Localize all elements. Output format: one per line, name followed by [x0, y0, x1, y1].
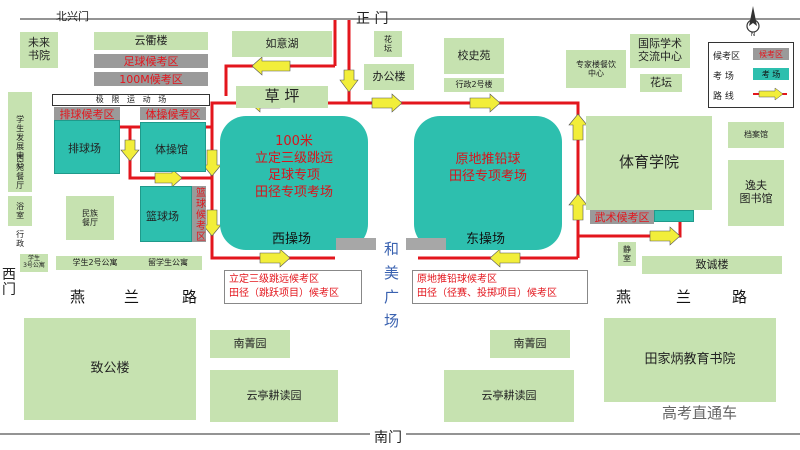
building-xiaoshiyuan: 校史苑: [444, 38, 504, 74]
building-yifu: 逸夫 图书馆: [728, 160, 784, 226]
building-minzu-canting: 民族 餐厅: [66, 196, 114, 240]
map-legend: 候考区 候考区 考 场 考 场 路 线: [708, 42, 794, 108]
south-gate-label: 南门: [370, 427, 406, 447]
north-side-gate-label: 北兴门: [56, 10, 89, 23]
waiting-volleyball: 排球候考区: [54, 107, 120, 121]
west-waiting-box: 立定三级跳远候考区 田径（跳跃项目）候考区: [224, 270, 362, 304]
west-waiting-line-2: 田径（跳跃项目）候考区: [229, 287, 339, 299]
volleyball-court: [54, 120, 120, 174]
yanlan-road-char-3-west: 路: [182, 288, 198, 306]
west-sports-field: [220, 116, 368, 250]
building-tiyu-xueyuan: 体育学院: [586, 116, 712, 210]
heme-square-char-4: 场: [384, 312, 400, 330]
building-zhigong: 致公楼: [24, 318, 196, 420]
building-yunting-east: 云亭耕读园: [444, 370, 574, 422]
legend-route-label: 路 线: [713, 92, 734, 102]
legend-exam-swatch: 考 场: [753, 68, 789, 80]
building-nanjingyuan-west: 南菁园: [210, 330, 290, 358]
building-xuesheng2: 学生2号公寓: [56, 256, 134, 270]
building-tianjiabing: 田家炳教育书院: [604, 318, 776, 402]
building-ruyi: 如意湖: [232, 31, 332, 57]
building-guoji: 国际学术 交流中心: [630, 34, 690, 68]
watermark-text: 高考直通车: [662, 404, 738, 422]
east-waiting-line-2: 田径（径赛、投掷项目）候考区: [417, 287, 557, 299]
building-yushi: 浴室: [8, 196, 32, 226]
building-zhuanjia: 专家楼餐饮 中心: [566, 50, 626, 88]
gymnastics-hall-label: 体操馆: [155, 143, 188, 156]
east-sports-field: [414, 116, 562, 250]
heme-square-char-3: 广: [384, 288, 400, 306]
waiting-basketball: 篮球候考区: [192, 186, 206, 242]
building-liuxuesheng: 留学生公寓: [134, 256, 202, 270]
waiting-wushu: 武术候考区: [590, 210, 654, 224]
west-gate-label: 西 门: [2, 267, 16, 299]
yanlan-road-char-2-east: 兰: [676, 288, 692, 306]
legend-route-arrow-icon: [753, 87, 787, 101]
flower-bed-top: 花 坛: [374, 31, 402, 57]
yanlan-road-char-3-east: 路: [732, 288, 748, 306]
extreme-sports-field: 极 限 运 动 场: [52, 94, 210, 106]
building-nanjingyuan-east: 南菁园: [490, 330, 570, 358]
basketball-court: [140, 186, 192, 242]
waiting-football: 足球候考区: [94, 54, 208, 68]
main-gate-label: 正 门: [356, 11, 389, 27]
legend-waiting-label: 候考区: [713, 52, 741, 62]
waiting-gymnastics: 体操候考区: [140, 107, 206, 121]
west-field-events: 100米 立定三级跳远 足球专项 田径专项考场: [254, 134, 333, 200]
heme-square-char-2: 美: [384, 264, 400, 282]
yanlan-road-char-1-west: 燕: [70, 288, 86, 306]
building-yunheng: 云衢楼: [94, 32, 208, 50]
legend-waiting-swatch: 候考区: [753, 48, 789, 60]
gymnastics-hall: [140, 122, 206, 172]
building-xuesheng3: 学生 3号公寓: [20, 254, 48, 272]
heme-square-char-1: 和: [384, 240, 400, 258]
north-compass-icon: N: [746, 6, 760, 38]
east-field-name: 东操场: [466, 232, 506, 247]
waiting-100m: 100M候考区: [94, 72, 208, 86]
building-yunting-west: 云亭耕读园: [210, 370, 338, 422]
basketball-court-label: 篮球场: [146, 210, 179, 223]
building-zhicheng: 致诚楼: [642, 256, 782, 274]
building-weilai: 未来 书院: [20, 32, 58, 68]
west-field-name: 西操场: [272, 232, 312, 247]
building-danganguan: 档案馆: [728, 122, 784, 148]
east-waiting-box: 原地推铅球候考区 田径（径赛、投掷项目）候考区: [412, 270, 588, 304]
east-waiting-line-1: 原地推铅球候考区: [417, 274, 497, 285]
grey-stand-east: [406, 238, 446, 250]
building-xiyuan-canting: 西苑餐厅: [15, 154, 25, 190]
west-waiting-line-1: 立定三级跳远候考区: [229, 274, 319, 285]
building-xingzheng-small: 行政: [15, 230, 25, 248]
volleyball-court-label: 排球场: [68, 142, 101, 155]
yanlan-road-char-2-west: 兰: [124, 288, 140, 306]
yanlan-road-char-1-east: 燕: [616, 288, 632, 306]
building-xingzheng2: 行政2号楼: [444, 78, 504, 92]
building-jingshi: 静 室: [618, 242, 636, 266]
sports-college-venue: [654, 210, 694, 222]
east-field-events: 原地推铅球 田径专项考场: [448, 152, 527, 184]
grey-stand-west: [336, 238, 376, 250]
svg-text:N: N: [751, 31, 756, 38]
lawn: 草 坪: [236, 86, 328, 108]
building-xuesheng-fazhan: 学生发展中心: [8, 92, 32, 192]
flower-bed-right: 花坛: [640, 74, 682, 92]
building-bangong: 办公楼: [364, 64, 414, 90]
legend-exam-label: 考 场: [713, 72, 734, 82]
